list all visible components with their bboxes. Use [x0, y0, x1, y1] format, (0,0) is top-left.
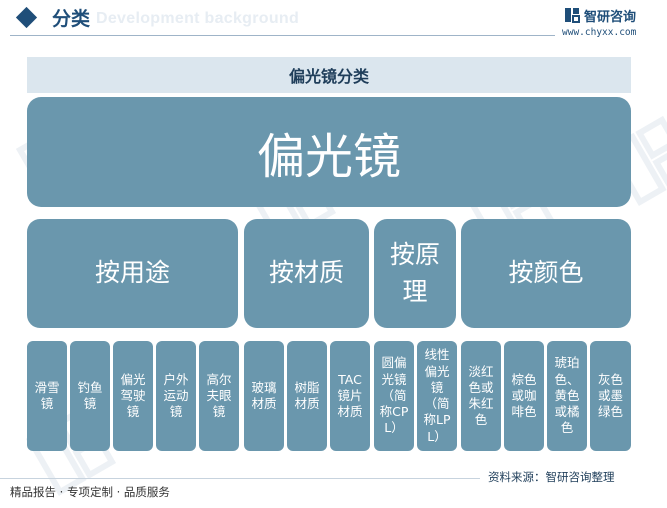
- leaf-node: 淡红色或朱红色: [461, 341, 501, 451]
- footer-divider: [0, 478, 480, 479]
- leaf-node: TAC镜片材质: [330, 341, 370, 451]
- leaf-label: 偏光驾驶镜: [120, 371, 146, 420]
- brand-name: 智研咨询: [584, 10, 637, 25]
- leaf-label: 户外运动镜: [163, 371, 189, 420]
- leaf-label: 淡红色或朱红色: [468, 363, 494, 428]
- header-divider: [10, 35, 555, 36]
- leaf-node: 线性偏光镜（简称LPL）: [417, 341, 457, 451]
- header-watermark: Development background: [96, 10, 300, 27]
- leaf-label: 灰色或墨绿色: [597, 371, 623, 420]
- leaf-label: 线性偏光镜（简称LPL）: [423, 347, 451, 444]
- source-note: 资料来源：智研咨询整理: [488, 470, 615, 484]
- brand-url: www.chyxx.com: [562, 27, 637, 38]
- leaf-label: 树脂材质: [294, 379, 320, 411]
- leaf-label: 圆偏光镜（简称CPL）: [379, 355, 409, 436]
- leaf-label: 滑雪镜: [34, 379, 60, 411]
- leaf-label: 钓鱼镜: [77, 379, 103, 411]
- diagram-title-band: 偏光镜分类: [27, 57, 631, 93]
- leaf-node: 棕色或咖啡色: [504, 341, 544, 451]
- category-node-color: 按颜色: [461, 219, 631, 328]
- leaf-node: 树脂材质: [287, 341, 327, 451]
- leaf-node: 圆偏光镜（简称CPL）: [374, 341, 414, 451]
- leaf-label: 高尔夫眼镜: [206, 371, 232, 420]
- leaf-node: 灰色或墨绿色: [590, 341, 631, 451]
- leaf-label: TAC镜片材质: [337, 371, 363, 420]
- leaf-node: 琥珀色、黄色或橘色: [547, 341, 587, 451]
- section-title: 分类: [52, 8, 91, 30]
- leaf-node: 偏光驾驶镜: [113, 341, 153, 451]
- leaf-label: 棕色或咖啡色: [511, 371, 537, 420]
- category-node-usage: 按用途: [27, 219, 238, 328]
- diagram-title: 偏光镜分类: [288, 67, 369, 86]
- footer-tagline: 精品报告 · 专项定制 · 品质服务: [10, 485, 170, 499]
- leaf-label: 玻璃材质: [251, 379, 277, 411]
- header-bar: Development background 分类 智研咨询 www.chyxx…: [0, 0, 667, 38]
- leaf-node: 高尔夫眼镜: [199, 341, 239, 451]
- category-node-principle: 按原理: [374, 219, 456, 328]
- diamond-icon: [15, 6, 38, 29]
- leaf-node: 户外运动镜: [156, 341, 196, 451]
- leaf-node: 滑雪镜: [27, 341, 67, 451]
- root-node: 偏光镜: [27, 97, 631, 207]
- leaf-node: 钓鱼镜: [70, 341, 110, 451]
- leaf-node: 玻璃材质: [244, 341, 284, 451]
- brand-logo-icon: [565, 8, 580, 23]
- category-node-material: 按材质: [244, 219, 369, 328]
- leaf-label: 琥珀色、黄色或橘色: [554, 355, 580, 436]
